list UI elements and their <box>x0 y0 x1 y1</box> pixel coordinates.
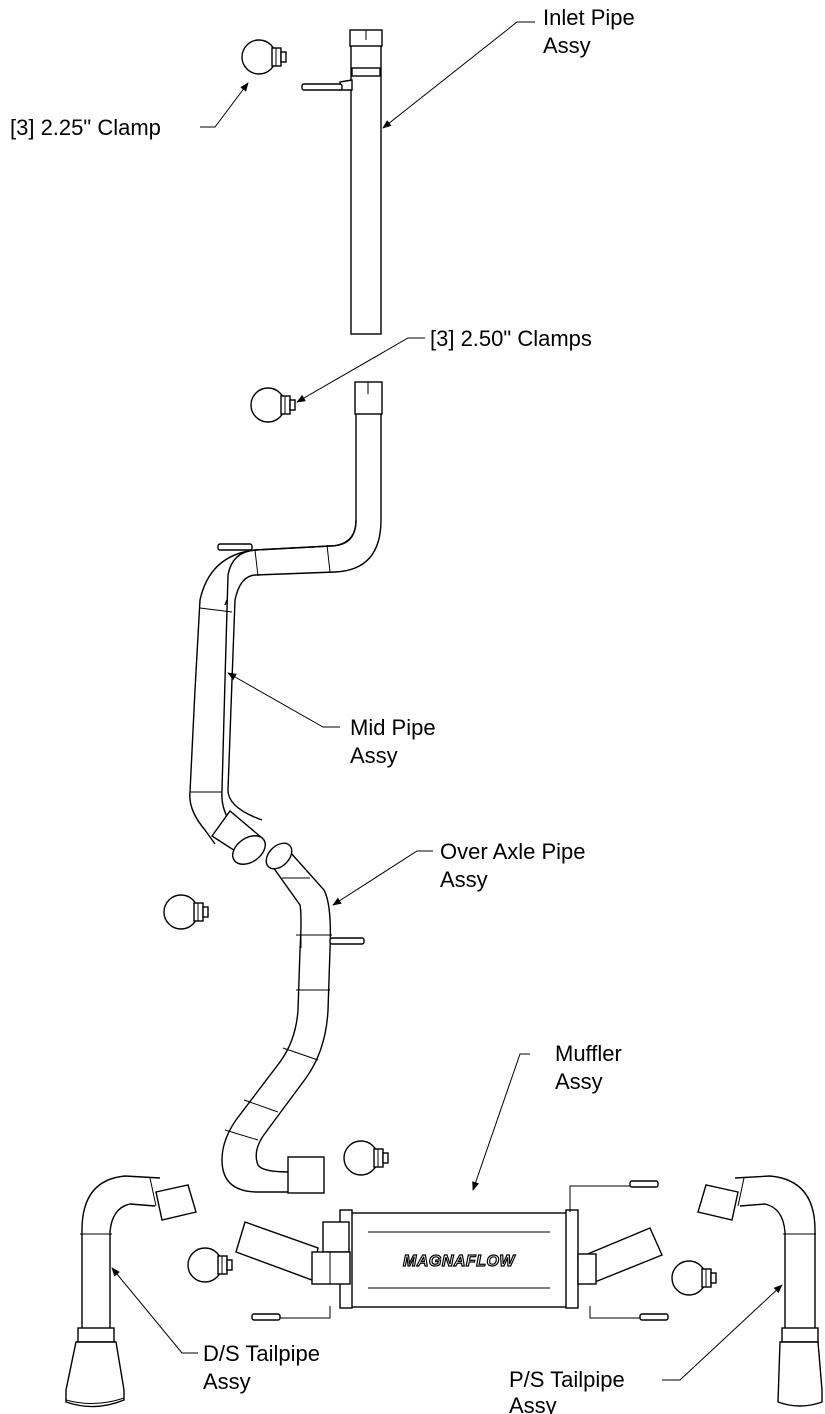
ps-tailpipe-assembly <box>697 1175 823 1407</box>
clamp-icon <box>187 1247 233 1283</box>
muffler-assembly: MAGNAFLOW <box>235 1180 669 1321</box>
ds-tailpipe-assembly <box>65 1175 197 1408</box>
mid-pipe-label-line2: Assy <box>350 743 398 768</box>
mid-pipe-leader <box>227 672 340 728</box>
clamp-225-leader <box>200 82 249 128</box>
ps-tailpipe-label-line1: P/S Tailpipe <box>509 1367 625 1392</box>
ps-tailpipe-leader <box>662 1284 783 1381</box>
clamp-225-label: [3] 2.25" Clamp <box>10 115 161 140</box>
clamp-icon <box>671 1260 717 1296</box>
clamp-icon <box>250 387 296 423</box>
leader-lines <box>111 21 783 1381</box>
ds-tailpipe-label-line1: D/S Tailpipe <box>203 1341 320 1366</box>
clamp-icon <box>163 894 209 930</box>
ds-tailpipe-leader <box>111 1267 198 1354</box>
clamps-250-label: [3] 2.50" Clamps <box>430 326 592 351</box>
muffler-label-line1: Muffler <box>555 1041 622 1066</box>
mid-pipe-outline <box>189 519 357 845</box>
muffler-label-line2: Assy <box>555 1069 603 1094</box>
muffler-leader <box>472 1053 530 1191</box>
inlet-pipe-leader <box>382 21 535 129</box>
inlet-pipe-assembly <box>301 29 383 335</box>
magnaflow-logo: MAGNAFLOW <box>403 1253 516 1270</box>
over-axle-label-line1: Over Axle Pipe <box>440 839 586 864</box>
clamp-icon <box>343 1140 389 1176</box>
over-axle-leader <box>332 850 433 906</box>
inlet-pipe-label-line1: Inlet Pipe <box>543 5 635 30</box>
clamps-250-leader <box>296 337 425 403</box>
mid-pipe-assembly <box>190 381 383 865</box>
ds-tailpipe-label-line2: Assy <box>203 1369 251 1394</box>
over-axle-pipe-assembly <box>221 842 365 1194</box>
over-axle-label-line2: Assy <box>440 867 488 892</box>
inlet-pipe-label-line2: Assy <box>543 33 591 58</box>
mid-pipe-label-line1: Mid Pipe <box>350 715 436 740</box>
clamp-icon <box>241 39 287 75</box>
ps-tailpipe-label-line2: Assy <box>509 1393 557 1414</box>
